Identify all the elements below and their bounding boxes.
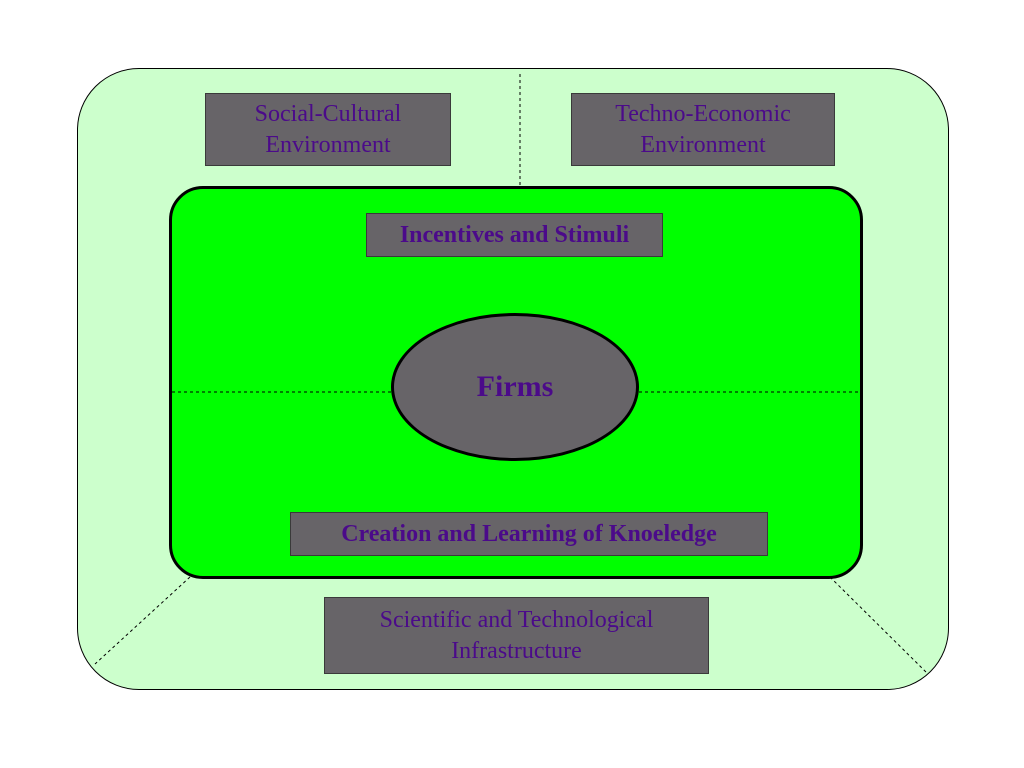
techno-economic-environment-box: Techno-Economic Environment (571, 93, 835, 166)
scientific-technological-infrastructure-box: Scientific and Technological Infrastruct… (324, 597, 709, 674)
social-cultural-line2: Environment (265, 131, 391, 158)
scientific-technological-line1: Scientific and Technological (379, 606, 654, 633)
firms-label: Firms (476, 370, 554, 403)
knowledge-creation-box: Creation and Learning of Knoeledge (290, 512, 768, 556)
social-cultural-line1: Social-Cultural (254, 100, 402, 127)
techno-economic-line2: Environment (640, 131, 766, 158)
divider-bottom-right (829, 576, 929, 675)
techno-economic-line1: Techno-Economic (615, 100, 791, 127)
scientific-technological-line2: Infrastructure (451, 637, 582, 664)
incentives-and-stimuli-label: Incentives and Stimuli (399, 221, 630, 248)
social-cultural-environment-box: Social-Cultural Environment (205, 93, 451, 166)
incentives-and-stimuli-box: Incentives and Stimuli (366, 213, 663, 257)
firms-node: Firms (391, 313, 639, 461)
knowledge-creation-label: Creation and Learning of Knoeledge (341, 520, 717, 547)
